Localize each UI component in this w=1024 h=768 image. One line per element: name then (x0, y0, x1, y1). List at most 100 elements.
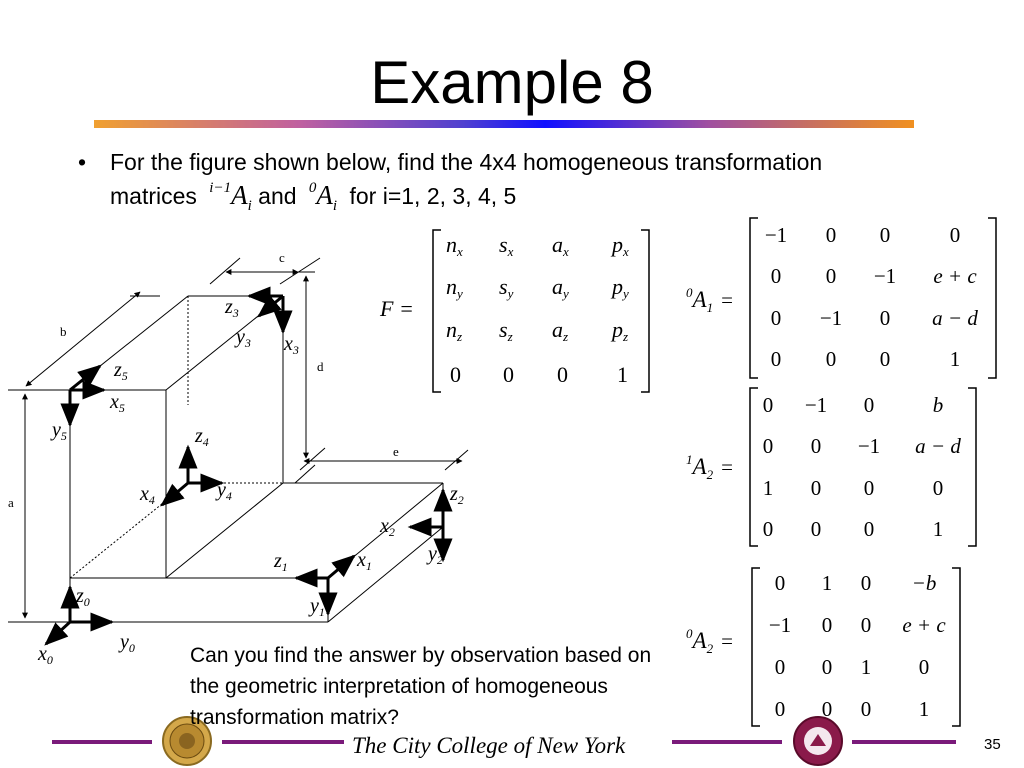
F-cell-r3c1: 0 (503, 362, 514, 387)
matrix-0A1-right-bracket (988, 217, 997, 379)
F-cell-r3c3: 1 (617, 362, 628, 387)
1A2-cell: b (933, 393, 944, 417)
label-z0: z0 (75, 585, 90, 609)
F-cell-r0c2: ax (552, 232, 569, 259)
label-y2: y2 (426, 543, 443, 567)
F-cell-r0c3: px (610, 232, 629, 259)
label-x2: x2 (379, 515, 395, 539)
sym2-A: A (316, 180, 333, 210)
F-cell-r2c1: sz (499, 317, 513, 344)
0A1-cell: 0 (826, 223, 837, 247)
bullet-line2-pre: matrices (110, 183, 197, 209)
F-cell-r1c0: ny (446, 274, 463, 301)
F-cell-r2c2: az (552, 317, 568, 344)
0A2-cell: 0 (822, 613, 833, 637)
0A1-cell: 0 (771, 306, 782, 330)
label-z1: z1 (273, 550, 288, 574)
matrix-0A2-lhs: 0A2= (686, 626, 733, 656)
dimension-lines (8, 257, 469, 623)
ccny-seal-icon (162, 716, 212, 766)
bullet-line2-post: for i=1, 2, 3, 4, 5 (349, 183, 517, 209)
0A2-cell: 0 (861, 697, 872, 721)
0A1-cell: 0 (880, 306, 891, 330)
0A1-cell: 0 (826, 347, 837, 371)
0A1-cell: 0 (950, 223, 961, 247)
1A2-cell: −1 (858, 434, 880, 458)
0A2-cell: e + c (902, 613, 946, 637)
0A1-cell: 0 (880, 347, 891, 371)
F-cell-r3c2: 0 (557, 362, 568, 387)
dim-label-a: a (8, 495, 14, 510)
robotics-lab-seal-icon (793, 716, 843, 766)
0A2-cell: 0 (775, 571, 786, 595)
label-y0: y0 (118, 631, 135, 655)
0A2-cell: 0 (822, 655, 833, 679)
dim-label-b: b (60, 324, 67, 339)
F-cell-r0c1: sx (499, 232, 514, 259)
1A2-cell: 0 (933, 476, 944, 500)
matrix-F: F = nx sx ax px ny sy ay py nz sz az pz … (379, 229, 650, 393)
matrix-F-lhs: F = (379, 296, 414, 321)
sym1-superscript: i−1 (209, 180, 232, 196)
matrix-0A1: 0A1= −1 0 0 0 0 0 −1 e + c 0 −1 0 a − d … (686, 217, 997, 379)
F-cell-r0c0: nx (446, 232, 463, 259)
label-y1: y1 (308, 595, 325, 619)
1A2-cell: 0 (864, 393, 875, 417)
matrix-1A2-cells: 0 −1 0 b 0 0 −1 a − d 1 0 0 0 0 0 0 1 (763, 393, 962, 541)
matrix-1A2-lhs: 1A2= (686, 452, 733, 482)
1A2-cell: 0 (763, 434, 774, 458)
dim-label-c: c (279, 250, 285, 265)
1A2-cell: −1 (805, 393, 827, 417)
label-x4: x4 (139, 483, 155, 507)
0A2-cell: 0 (775, 697, 786, 721)
0A1-cell: −1 (874, 264, 896, 288)
0A1-cell: 0 (771, 264, 782, 288)
0A1-cell: e + c (933, 264, 977, 288)
0A2-cell: 0 (861, 613, 872, 637)
0A2-cell: 1 (919, 697, 930, 721)
bullet-marker: • (78, 149, 87, 175)
dim-label-d: d (317, 359, 324, 374)
label-x0: x0 (37, 643, 53, 667)
1A2-cell: 0 (763, 393, 774, 417)
question-text: Can you find the answer by observation b… (190, 644, 652, 729)
F-cell-r2c0: nz (446, 317, 462, 344)
0A2-cell: 0 (822, 697, 833, 721)
label-y5: y5 (50, 419, 67, 443)
matrix-0A1-left-bracket (749, 217, 758, 379)
label-y3: y3 (234, 326, 251, 350)
footer-college-name: The City College of New York (352, 733, 626, 758)
F-cell-r1c1: sy (499, 274, 514, 301)
label-x5: x5 (109, 391, 125, 415)
bullet-and: and (258, 183, 297, 209)
sym1-A: A (231, 180, 248, 210)
matrix-1A2: 1A2= 0 −1 0 b 0 0 −1 a − d 1 0 0 0 0 0 0… (686, 387, 977, 547)
matrix-0A2-left-bracket (751, 567, 760, 727)
1A2-cell: 0 (811, 434, 822, 458)
matrix-F-left-bracket (432, 229, 441, 393)
matrix-F-right-bracket (641, 229, 650, 393)
0A2-cell: −b (912, 571, 937, 595)
matrix-0A1-lhs: 0A1= (686, 285, 733, 315)
matrix-1A2-left-bracket (749, 387, 758, 547)
0A1-cell: 0 (771, 347, 782, 371)
0A1-cell: 0 (826, 264, 837, 288)
label-y4: y4 (215, 479, 232, 503)
1A2-cell: 0 (763, 517, 774, 541)
0A2-cell: 1 (822, 571, 833, 595)
0A1-cell: a − d (932, 306, 978, 330)
F-cell-r1c3: py (610, 274, 629, 301)
F-cell-r3c0: 0 (450, 362, 461, 387)
matrix-0A2-right-bracket (952, 567, 961, 727)
1A2-cell: a − d (915, 434, 961, 458)
1A2-cell: 1 (763, 476, 774, 500)
label-z2: z2 (449, 483, 464, 507)
sym2-superscript: 0 (308, 180, 317, 196)
dim-label-e: e (393, 444, 399, 459)
matrix-1A2-right-bracket (968, 387, 977, 547)
matrix-0A2: 0A2= 0 1 0 −b −1 0 0 e + c 0 0 1 0 0 0 0… (686, 567, 961, 727)
0A1-cell: −1 (820, 306, 842, 330)
0A2-cell: 0 (919, 655, 930, 679)
structure-outline (69, 295, 444, 623)
